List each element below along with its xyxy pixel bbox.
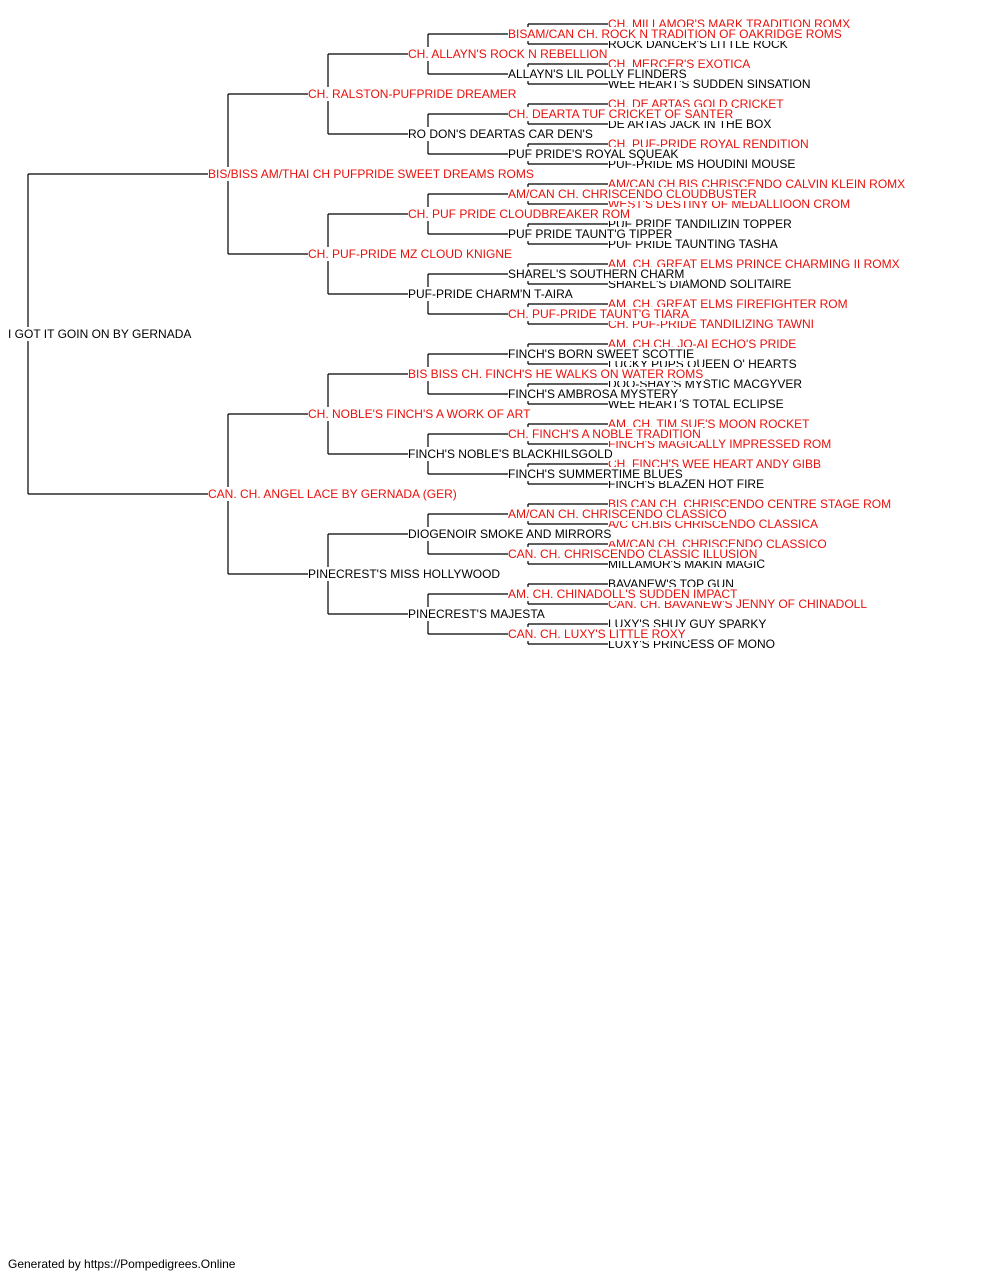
dog-name-gen3: FINCH'S NOBLE'S BLACKHILSGOLD (408, 447, 615, 461)
dog-name-gen4: CH. FINCH'S A NOBLE TRADITION (508, 427, 703, 441)
dog-name-gen4: CAN. CH. CHRISCENDO CLASSIC ILLUSION (508, 547, 760, 561)
dog-name-gen4: CH. DEARTA TUF CRICKET OF SANTER (508, 107, 736, 121)
dog-name-gen4: PUF PRIDE'S ROYAL SQUEAK (508, 147, 681, 161)
dog-name-gen4: BISAM/CAN CH. ROCK N TRADITION OF OAKRID… (508, 27, 844, 41)
dog-name-gen4: FINCH'S SUMMERTIME BLUES (508, 467, 685, 481)
dog-name-gen4: CAN. CH. LUXY'S LITTLE ROXY (508, 627, 688, 641)
dog-name-gen1: BIS/BISS AM/THAI CH PUFPRIDE SWEET DREAM… (208, 167, 536, 181)
dog-name-gen3: DIOGENOIR SMOKE AND MIRRORS (408, 527, 614, 541)
dog-name-gen3: BIS BISS CH. FINCH'S HE WALKS ON WATER R… (408, 367, 706, 381)
dog-name-gen4: PUF PRIDE TAUNT'G TIPPER (508, 227, 675, 241)
dog-name-gen4: SHAREL'S SOUTHERN CHARM (508, 267, 687, 281)
dog-name-gen1: CAN. CH. ANGEL LACE BY GERNADA (GER) (208, 487, 459, 501)
dog-name-gen4: AM/CAN CH. CHRISCENDO CLOUDBUSTER (508, 187, 759, 201)
dog-name-gen4: FINCH'S AMBROSA MYSTERY (508, 387, 681, 401)
dog-name-gen3: PINECREST'S MAJESTA (408, 607, 547, 621)
dog-name-gen2: PINECREST'S MISS HOLLYWOOD (308, 567, 503, 581)
dog-name-gen2: CH. NOBLE'S FINCH'S A WORK OF ART (308, 407, 533, 421)
dog-name-gen3: CH. PUF PRIDE CLOUDBREAKER ROM (408, 207, 633, 221)
dog-name-gen3: CH. ALLAYN'S ROCK N REBELLION (408, 47, 610, 61)
dog-name-gen0: I GOT IT GOIN ON BY GERNADA (8, 327, 194, 341)
dog-name-gen4: AM. CH. CHINADOLL'S SUDDEN IMPACT (508, 587, 740, 601)
dog-name-gen3: PUF-PRIDE CHARM'N T-AIRA (408, 287, 575, 301)
dog-name-gen2: CH. PUF-PRIDE MZ CLOUD KNIGNE (308, 247, 515, 261)
generated-by-footer: Generated by https://Pompedigrees.Online (8, 1257, 236, 1271)
dog-name-gen4: FINCH'S BORN SWEET SCOTTIE (508, 347, 697, 361)
dog-name-gen4: CH. PUF-PRIDE TAUNT'G TIARA (508, 307, 691, 321)
dog-name-gen3: RO DON'S DEARTAS CAR DEN'S (408, 127, 595, 141)
dog-name-gen2: CH. RALSTON-PUFPRIDE DREAMER (308, 87, 519, 101)
dog-name-gen4: AM/CAN CH. CHRISCENDO CLASSICO (508, 507, 729, 521)
dog-name-gen4: ALLAYN'S LIL POLLY FLINDERS (508, 67, 689, 81)
